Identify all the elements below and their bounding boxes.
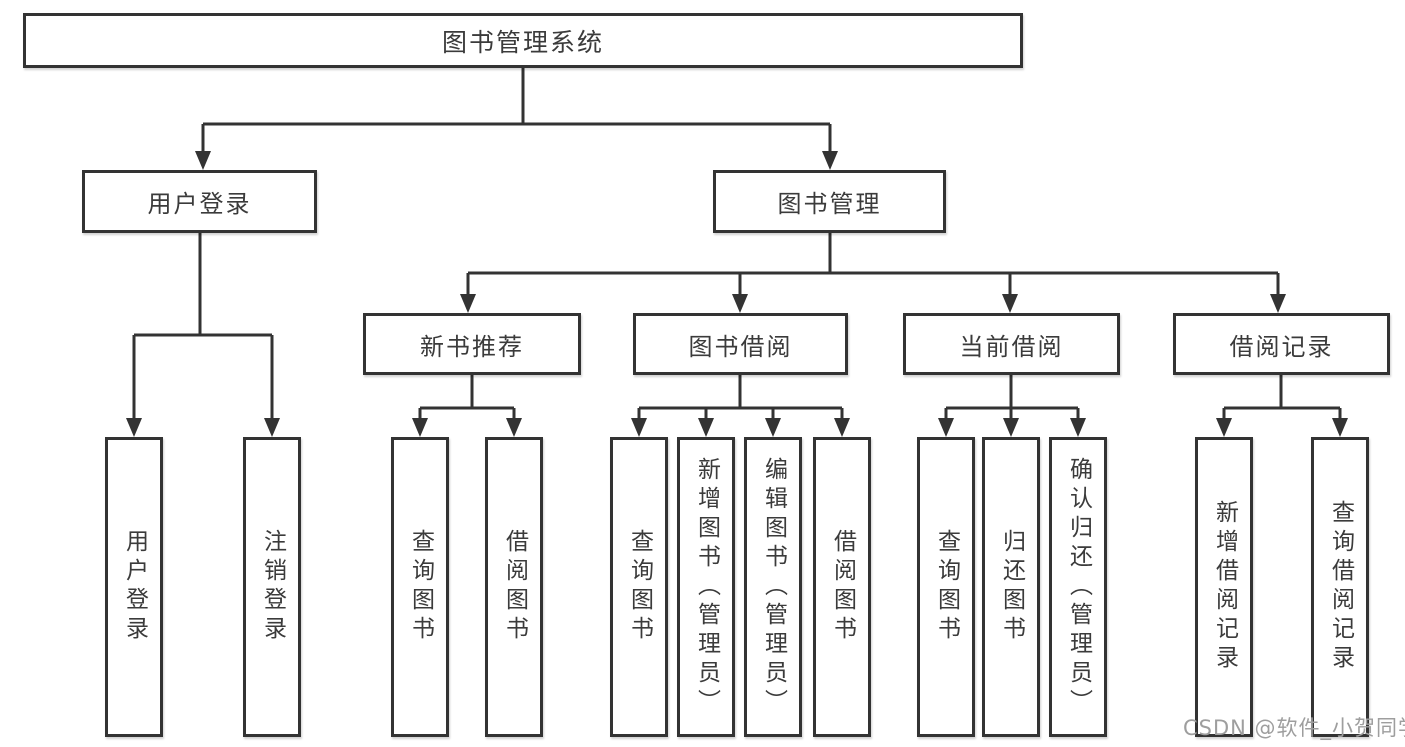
leaf-borrow-books-recommend: 借阅图书 [485,437,543,737]
leaf-confirm-return-admin: 确认归还（管理员） [1049,437,1107,737]
node-book-borrowing: 图书借阅 [633,313,848,375]
arrowhead-icons [126,151,1348,437]
node-user-login: 用户登录 [82,170,317,233]
leaf-add-books-admin: 新增图书（管理员） [677,437,735,737]
leaf-edit-books-admin: 编辑图书（管理员） [744,437,802,737]
node-borrowing-record: 借阅记录 [1173,313,1390,375]
leaf-query-books-borrow: 查询图书 [610,437,668,737]
leaf-borrow-books: 借阅图书 [813,437,871,737]
node-current-borrowing: 当前借阅 [903,313,1120,375]
leaf-query-borrow-record: 查询借阅记录 [1311,437,1369,737]
leaf-return-books: 归还图书 [982,437,1040,737]
node-library-management-system: 图书管理系统 [23,13,1023,68]
leaf-logout: 注销登录 [243,437,301,737]
node-new-book-recommend: 新书推荐 [363,313,581,375]
node-book-management: 图书管理 [713,170,946,233]
leaf-query-books-recommend: 查询图书 [391,437,449,737]
leaf-user-login: 用户登录 [105,437,163,737]
watermark: CSDN @软件_小贺同学 [1183,716,1405,740]
leaf-add-borrow-record: 新增借阅记录 [1195,437,1253,737]
leaf-query-books-current: 查询图书 [917,437,975,737]
